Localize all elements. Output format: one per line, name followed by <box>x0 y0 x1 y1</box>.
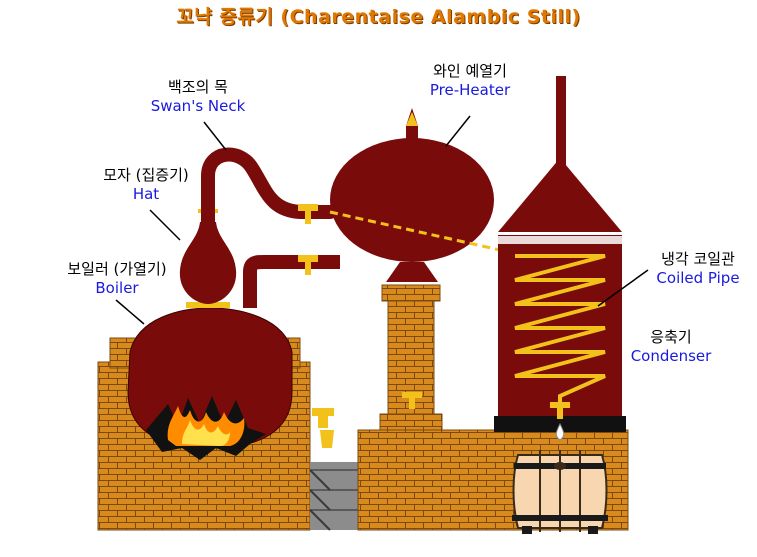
condenser-tap <box>550 402 570 419</box>
label-preheater-ko: 와인 예열기 <box>433 62 507 80</box>
label-boiler: 보일러 (가열기) Boiler <box>34 260 200 298</box>
label-coiled-pipe-en: Coiled Pipe <box>656 269 740 287</box>
boiler-drain-tap <box>312 408 334 448</box>
stone-steps <box>309 462 360 531</box>
label-boiler-ko: 보일러 (가열기) <box>67 260 167 278</box>
leader-lines <box>115 115 649 325</box>
pillar-tap <box>402 392 422 409</box>
label-hat-en: Hat <box>132 185 160 203</box>
preheater-tap-lower <box>298 255 318 275</box>
label-condenser: 응축기 Condenser <box>616 328 726 366</box>
label-preheater-en: Pre-Heater <box>429 81 511 99</box>
label-preheater: 와인 예열기 Pre-Heater <box>410 62 530 100</box>
label-swans-neck: 백조의 목 Swan's Neck <box>148 78 248 116</box>
label-swans-neck-en: Swan's Neck <box>150 97 246 115</box>
preheater-pillar <box>379 262 443 431</box>
label-coiled-pipe-ko: 냉각 코일관 <box>661 250 735 268</box>
preheater-tap-upper <box>298 204 318 224</box>
spirit-droplet <box>555 422 565 441</box>
label-condenser-ko: 응축기 <box>650 328 692 346</box>
diagram-title: 꼬냑 증류기 (Charentaise Alambic Still) <box>176 6 581 28</box>
barrel <box>512 450 608 534</box>
preheater-return-pipe <box>243 255 340 308</box>
fire-flames-icon <box>146 396 266 460</box>
label-swans-neck-ko: 백조의 목 <box>168 78 228 96</box>
vapor-link-line <box>329 210 501 252</box>
label-coiled-pipe: 냉각 코일관 Coiled Pipe <box>646 250 750 288</box>
coiled-pipe <box>514 254 606 404</box>
label-hat: 모자 (집증기) Hat <box>78 166 214 204</box>
label-hat-ko: 모자 (집증기) <box>103 166 189 184</box>
swans-neck-pipe <box>201 147 337 219</box>
label-boiler-en: Boiler <box>95 279 139 297</box>
label-condenser-en: Condenser <box>630 347 712 365</box>
preheater-vessel <box>330 108 494 262</box>
